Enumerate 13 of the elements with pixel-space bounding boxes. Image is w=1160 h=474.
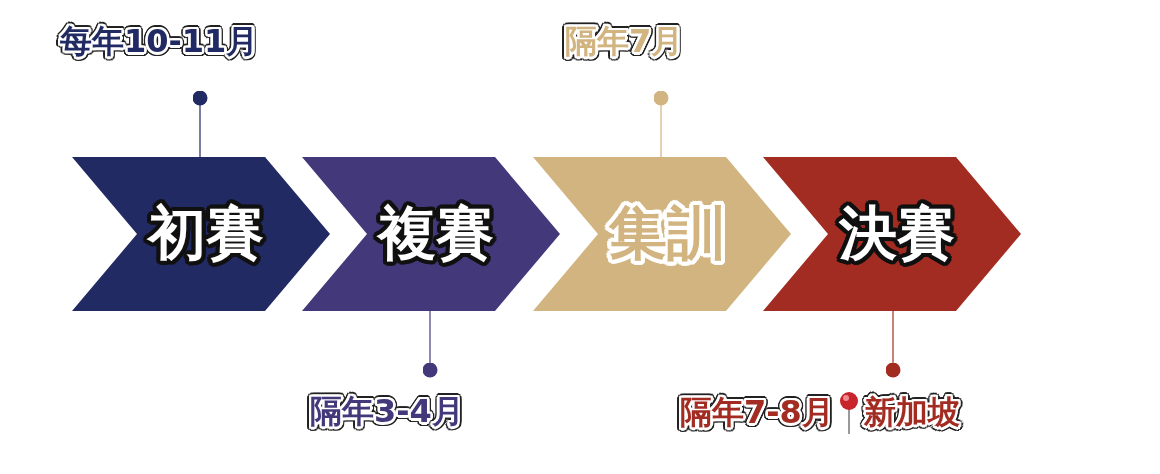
date-label: 隔年7月 — [565, 22, 684, 61]
date-label: 隔年7-8月 — [680, 392, 834, 432]
stage-title: 集訓 — [599, 195, 725, 273]
leader-line — [422, 310, 438, 378]
place-label: 新加坡 — [863, 392, 960, 432]
stage-title: 複賽 — [375, 198, 494, 269]
date-label: 每年10-11月 — [60, 22, 259, 61]
stage-title: 決賽 — [838, 198, 955, 269]
leader-line — [653, 90, 669, 158]
leader-line — [192, 90, 208, 158]
stage-title: 初賽 — [146, 198, 264, 269]
leader-line — [885, 310, 901, 378]
date-label: 隔年3-4月 — [310, 392, 464, 431]
